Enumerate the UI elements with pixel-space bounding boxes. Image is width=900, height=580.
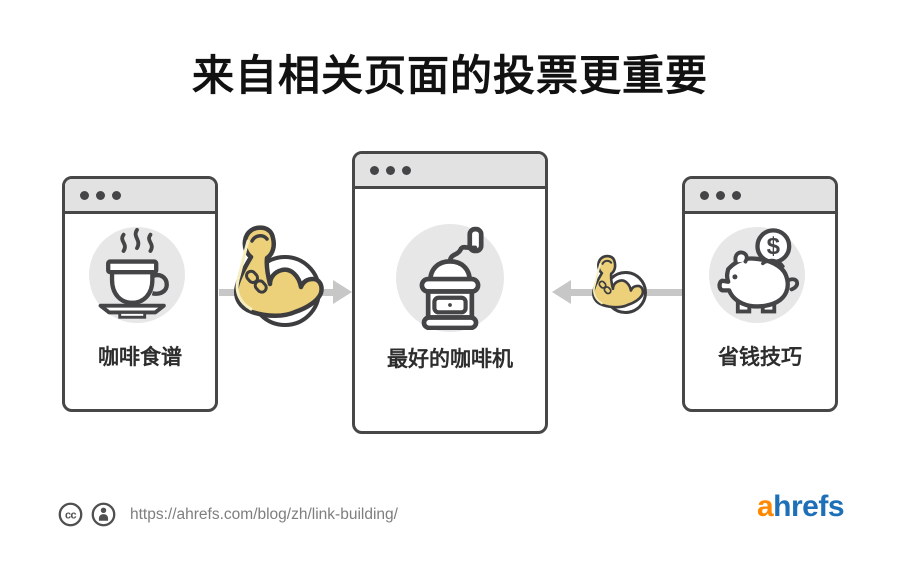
coffee-grinder-icon	[419, 226, 484, 330]
window-dot	[732, 190, 741, 200]
window-dot	[700, 190, 709, 200]
source-url: https://ahrefs.com/blog/zh/link-building…	[130, 505, 398, 523]
window-label: 最好的咖啡机	[387, 348, 513, 371]
icon-circle: $	[709, 227, 805, 323]
piggy-bank-icon: $	[717, 228, 799, 314]
window-titlebar	[65, 179, 215, 214]
creative-commons-icon: cc	[58, 502, 83, 527]
window-dot	[96, 190, 105, 200]
window-dot	[402, 165, 411, 175]
window-dot	[716, 190, 725, 200]
dollar-sign: $	[767, 233, 781, 260]
window-titlebar	[685, 179, 835, 214]
arrow-head-left-icon	[552, 280, 571, 304]
arrow-head-right-icon	[333, 280, 352, 304]
cc-label: cc	[65, 510, 77, 522]
ahrefs-logo: ahrefs	[756, 490, 845, 524]
browser-window-best-coffee-maker: 最好的咖啡机	[352, 151, 548, 434]
icon-circle	[396, 224, 504, 332]
attribution-icon	[91, 502, 116, 527]
window-titlebar	[355, 154, 545, 189]
coffee-cup-icon	[98, 227, 169, 319]
window-dot	[80, 190, 89, 200]
flexed-bicep-chain-link-icon-small	[592, 254, 645, 309]
window-label: 咖啡食谱	[98, 346, 182, 369]
icon-circle	[89, 227, 185, 323]
browser-window-coffee-recipes: 咖啡食谱	[62, 176, 218, 412]
ahrefs-logo-rest: hrefs	[773, 490, 844, 523]
browser-window-money-saving-tips: $ 省钱技巧	[682, 176, 838, 412]
window-dot	[112, 190, 121, 200]
ahrefs-logo-a: a	[756, 490, 774, 523]
flexed-bicep-chain-link-icon-large	[227, 224, 327, 324]
footer: cc https://ahrefs.com/blog/zh/link-build…	[58, 502, 398, 527]
window-dot	[370, 165, 379, 175]
window-label: 省钱技巧	[718, 346, 802, 369]
window-dot	[386, 165, 395, 175]
page-title: 来自相关页面的投票更重要	[191, 52, 708, 99]
